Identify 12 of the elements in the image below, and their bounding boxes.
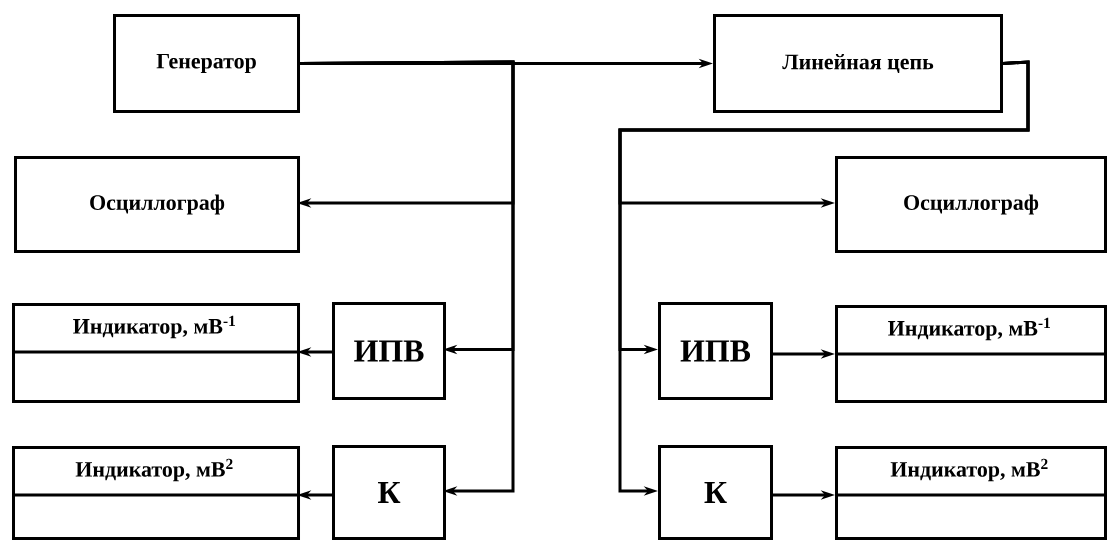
block-box: ИПВ xyxy=(332,302,446,400)
indicator-box: Индикатор, мВ$^{2}$ xyxy=(835,446,1107,540)
indicator-box: Индикатор, мВ$^{-1}$ xyxy=(835,305,1107,403)
block-box: Осциллограф xyxy=(14,156,300,253)
block-box: Осциллограф xyxy=(835,156,1107,253)
block-box: ИПВ xyxy=(658,302,773,400)
block-box: Генератор xyxy=(113,14,300,113)
indicator-box: Индикатор, мВ$^{-1}$ xyxy=(12,303,300,403)
block-box: К xyxy=(658,445,773,540)
indicator-box: Индикатор, мВ$^{2}$ xyxy=(12,446,300,540)
block-box: Линейная цепь xyxy=(713,14,1003,113)
block-box: К xyxy=(332,445,446,540)
